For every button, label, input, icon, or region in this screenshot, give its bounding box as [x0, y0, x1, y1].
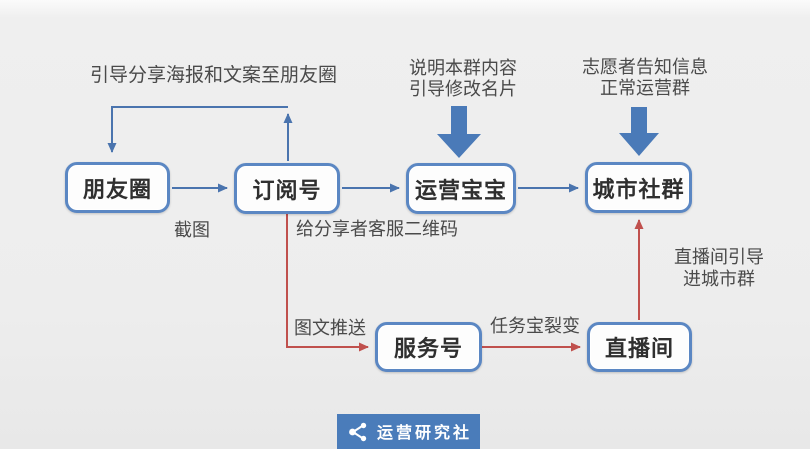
label-live-guide-line1: 直播间引导	[674, 247, 764, 267]
label-qr-code: 给分享者客服二维码	[296, 219, 458, 239]
label-volunteer: 志愿者告知信息 正常运营群	[575, 57, 715, 99]
label-live-guide: 直播间引导 进城市群	[663, 246, 775, 290]
node-moments: 朋友圈	[65, 162, 170, 213]
label-article-push: 图文推送	[294, 318, 366, 338]
brand-name: 运营研究社	[377, 425, 473, 442]
label-live-guide-line2: 进城市群	[683, 269, 755, 289]
label-volunteer-line2: 正常运营群	[600, 78, 690, 98]
node-operation-baby: 运营宝宝	[406, 163, 516, 214]
node-city-community: 城市社群	[585, 162, 692, 213]
label-share-poster: 引导分享海报和文案至朋友圈	[90, 65, 338, 86]
node-subscription: 订阅号	[234, 163, 340, 214]
label-explain-group-line1: 说明本群内容	[409, 58, 517, 78]
share-icon	[349, 422, 367, 441]
node-live-room: 直播间	[587, 322, 692, 372]
edge-loop-to-moments	[107, 106, 288, 153]
label-volunteer-line1: 志愿者告知信息	[582, 57, 708, 77]
edge-subscription-service	[286, 214, 369, 352]
block-arrow-down-city-icon	[619, 107, 659, 156]
brand-logo: 运营研究社	[337, 414, 480, 449]
label-task-fission: 任务宝裂变	[490, 316, 580, 336]
node-service-account: 服务号	[375, 322, 482, 372]
label-explain-group: 说明本群内容 引导修改名片	[398, 58, 528, 100]
label-explain-group-line2: 引导修改名片	[409, 79, 517, 99]
block-arrow-down-operation-icon	[437, 106, 481, 158]
label-screenshot: 截图	[174, 220, 210, 240]
